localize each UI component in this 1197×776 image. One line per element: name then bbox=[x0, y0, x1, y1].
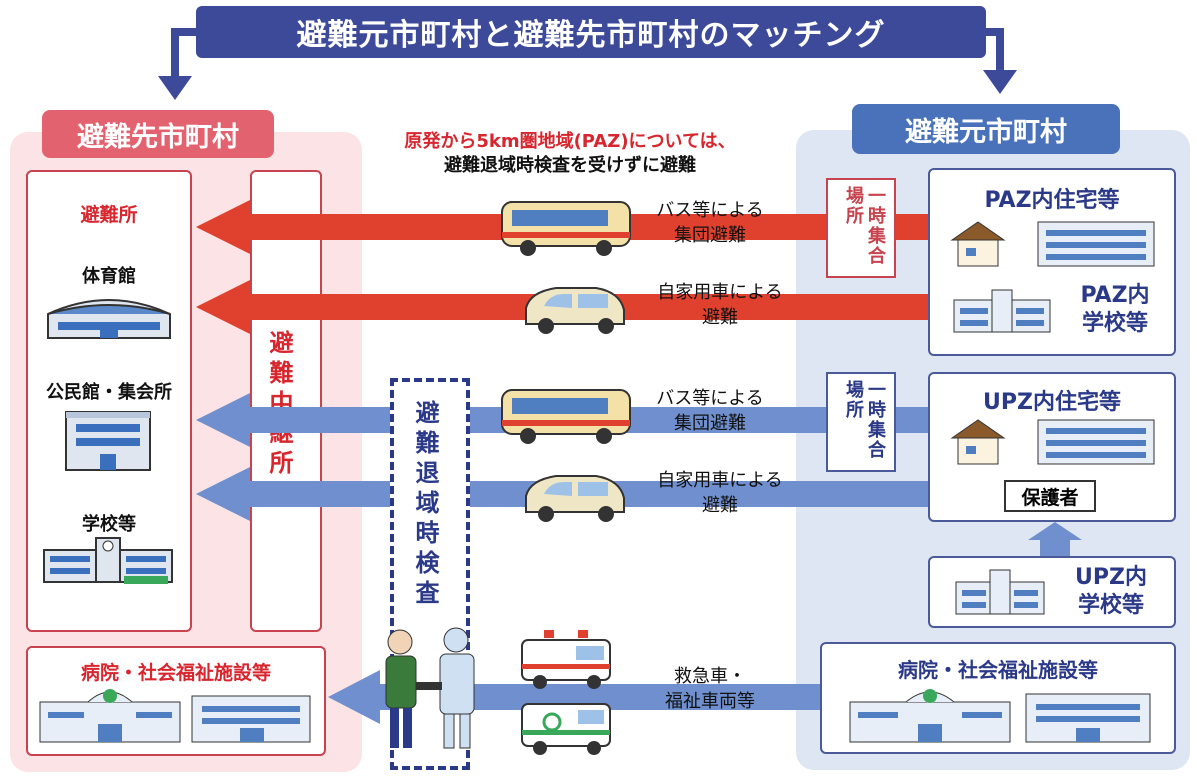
car-icon bbox=[525, 287, 625, 334]
shelter-heading: 避難所 bbox=[80, 204, 138, 226]
shelter-gym-label: 体育館 bbox=[82, 266, 136, 287]
bus-icon bbox=[501, 201, 631, 256]
community-hall-icon bbox=[65, 411, 151, 471]
assembly-point-paz: 一時集合場所 bbox=[826, 178, 896, 278]
car-route-label-paz: 自家用車による 避難 bbox=[657, 282, 783, 328]
car-route-label-upz: 自家用車による 避難 bbox=[657, 470, 783, 516]
welfare-van-icon bbox=[521, 703, 611, 755]
destination-tag: 避難先市町村 bbox=[42, 110, 274, 158]
car-icon-upz bbox=[525, 475, 625, 522]
origin-hospital-icon bbox=[849, 689, 1151, 743]
relay-station-label: 避難中継所 bbox=[265, 330, 293, 480]
origin-tag: 避難元市町村 bbox=[852, 104, 1120, 154]
screening-staff-illustration bbox=[385, 627, 475, 749]
gym-icon bbox=[47, 299, 171, 339]
paz-note: 原発から5km圏地域(PAZ)については、 避難退域時検査を受けずに避難 bbox=[360, 130, 780, 178]
shelter-school-label: 学校等 bbox=[82, 514, 136, 535]
upz-school-label: UPZ内 学校等 bbox=[1075, 565, 1147, 618]
destination-hospital-icon bbox=[39, 689, 311, 743]
destination-hospital-label: 病院・社会福祉施設等 bbox=[80, 662, 271, 684]
paz-homes-label: PAZ内住宅等 bbox=[984, 188, 1120, 213]
bus-route-label-paz: バス等による 集団避難 bbox=[656, 200, 764, 246]
page-title: 避難元市町村と避難先市町村のマッチング bbox=[196, 6, 986, 58]
upz-school-icon bbox=[955, 569, 1045, 615]
bus-icon-upz bbox=[501, 389, 631, 444]
origin-hospital-label: 病院・社会福祉施設等 bbox=[898, 658, 1098, 682]
title-bracket-arrows bbox=[158, 28, 1017, 100]
guardian-label: 保護者 bbox=[1004, 480, 1096, 512]
assembly-point-upz: 一時集合場所 bbox=[826, 372, 896, 472]
bus-route-label-upz: バス等による 集団避難 bbox=[656, 388, 764, 434]
ambulance-route-label: 救急車・ 福祉車両等 bbox=[665, 666, 755, 712]
upz-homes-label: UPZ内住宅等 bbox=[983, 390, 1121, 415]
upz-houses-icon bbox=[950, 419, 1155, 465]
shelter-hall-label: 公民館・集会所 bbox=[46, 382, 172, 403]
paz-school-icon bbox=[953, 289, 1051, 333]
relay-station-box bbox=[250, 170, 322, 632]
school-icon bbox=[43, 537, 173, 584]
ambulance-icon bbox=[521, 630, 611, 689]
paz-note-line2: 避難退域時検査を受けずに避難 bbox=[444, 155, 696, 176]
screening-label: 避難退域時検査 bbox=[411, 400, 439, 610]
paz-school-label: PAZ内 学校等 bbox=[1080, 283, 1150, 336]
paz-note-line1: 原発から5km圏地域(PAZ)については、 bbox=[404, 131, 736, 152]
houses-icon bbox=[950, 221, 1155, 267]
